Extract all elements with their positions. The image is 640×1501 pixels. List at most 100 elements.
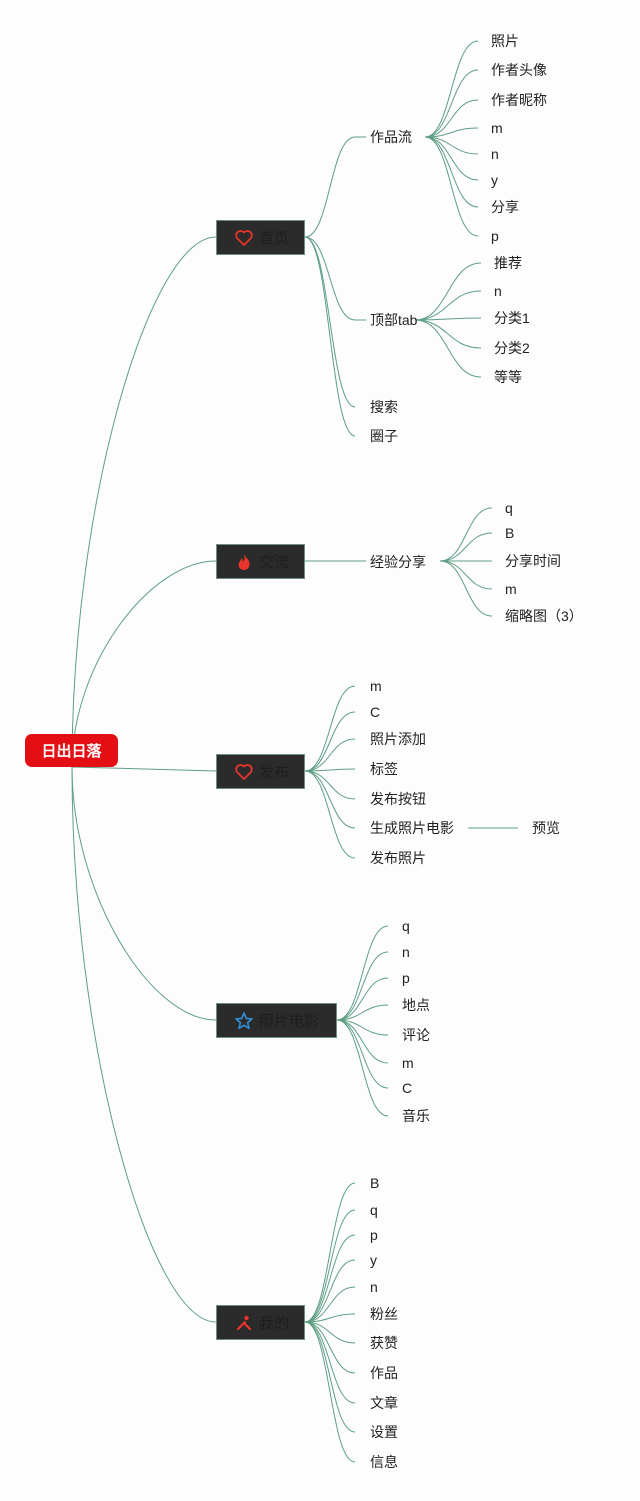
node-mine-q[interactable]: q	[370, 1202, 378, 1218]
node-home-tab-n[interactable]: n	[494, 283, 502, 299]
node-movie-q[interactable]: q	[402, 918, 410, 934]
node-exchange-b[interactable]: B	[505, 525, 515, 541]
movie-link-7	[336, 1019, 389, 1117]
node-mine-y[interactable]: y	[370, 1252, 377, 1268]
branch-label-photo-movie: 照片电影	[259, 1013, 320, 1030]
branch-label-exchange: 交流	[259, 554, 290, 571]
node-movie-m[interactable]: m	[402, 1055, 414, 1071]
branch-label-publish: 发布	[259, 764, 290, 781]
node-exchange-thumbnail[interactable]: 缩略图（3）	[505, 608, 583, 624]
heart-icon	[234, 228, 254, 248]
node-movie-music[interactable]: 音乐	[402, 1108, 430, 1124]
node-home-tab-category1[interactable]: 分类1	[494, 310, 530, 326]
node-exchange-q[interactable]: q	[505, 500, 513, 516]
node-home-feed-m[interactable]: m	[491, 120, 503, 136]
branch-label-home: 首页	[259, 230, 290, 247]
feed-link-6	[424, 136, 479, 208]
node-exchange-experience-share[interactable]: 经验分享	[370, 554, 426, 570]
node-mine-articles[interactable]: 文章	[370, 1395, 398, 1411]
flame-icon	[234, 552, 254, 572]
node-mine-p[interactable]: p	[370, 1227, 378, 1243]
node-home-circle[interactable]: 圈子	[370, 428, 398, 444]
node-publish-generate-movie[interactable]: 生成照片电影	[370, 820, 454, 836]
root-node[interactable]: 日出日落	[25, 734, 118, 767]
mine-link-10	[304, 1321, 356, 1463]
branch-node-exchange[interactable]: 交流	[216, 544, 305, 579]
node-publish-photo[interactable]: 发布照片	[370, 850, 426, 866]
node-movie-c[interactable]: C	[402, 1080, 413, 1096]
node-mine-works[interactable]: 作品	[370, 1365, 398, 1381]
mine-link-0	[304, 1182, 356, 1323]
root-link-publish	[71, 766, 217, 772]
tab-link-3	[414, 319, 482, 349]
node-publish-c[interactable]: C	[370, 704, 381, 720]
node-home-feed-p[interactable]: p	[491, 228, 499, 244]
node-mine-n[interactable]: n	[370, 1279, 378, 1295]
feed-link-3	[424, 127, 479, 138]
publish-link-0	[304, 685, 356, 772]
node-home-feed-y[interactable]: y	[491, 172, 498, 188]
movie-link-2	[336, 977, 389, 1021]
root-link-mine	[71, 766, 217, 1323]
node-home-search[interactable]: 搜索	[370, 399, 398, 415]
node-home-tab-recommend[interactable]: 推荐	[494, 255, 522, 271]
publish-link-6	[304, 770, 356, 859]
node-home-top-tab[interactable]: 顶部tab	[370, 312, 418, 328]
node-mine-b[interactable]: B	[370, 1175, 380, 1191]
feed-link-4	[424, 136, 479, 155]
node-home-feed-photo[interactable]: 照片	[491, 33, 519, 49]
mine-link-1	[304, 1209, 356, 1323]
node-mine-settings[interactable]: 设置	[370, 1424, 398, 1440]
node-exchange-m[interactable]: m	[505, 581, 517, 597]
node-exchange-share-time[interactable]: 分享时间	[505, 553, 561, 569]
node-home-feed-n[interactable]: n	[491, 146, 499, 162]
home-link-2	[304, 236, 356, 408]
node-mine-fans[interactable]: 粉丝	[370, 1306, 398, 1322]
root-link-home	[71, 236, 217, 768]
node-movie-p[interactable]: p	[402, 970, 410, 986]
node-publish-photo-add[interactable]: 照片添加	[370, 731, 426, 747]
feed-link-1	[424, 69, 479, 138]
star-icon	[234, 1011, 254, 1031]
branch-node-mine[interactable]: 我的	[216, 1305, 305, 1340]
root-link-photo-movie	[71, 766, 217, 1021]
root-label: 日出日落	[41, 743, 102, 760]
movie-link-5	[336, 1019, 389, 1064]
branch-node-publish[interactable]: 发布	[216, 754, 305, 789]
share-link-1	[439, 532, 493, 562]
node-publish-preview[interactable]: 预览	[532, 820, 560, 836]
tools-icon	[234, 1313, 254, 1333]
branch-label-mine: 我的	[259, 1315, 290, 1332]
share-link-3	[439, 560, 493, 590]
tab-link-2	[414, 317, 482, 321]
movie-link-3	[336, 1004, 389, 1021]
node-publish-m[interactable]: m	[370, 678, 382, 694]
node-mine-likes[interactable]: 获赞	[370, 1335, 398, 1351]
publish-link-4	[304, 770, 356, 800]
mine-link-5	[304, 1313, 356, 1323]
mine-link-7	[304, 1321, 356, 1374]
node-mine-messages[interactable]: 信息	[370, 1454, 398, 1470]
node-home-tab-category2[interactable]: 分类2	[494, 340, 530, 356]
node-home-feed-share[interactable]: 分享	[491, 199, 519, 215]
home-link-1	[304, 236, 356, 321]
branch-node-photo-movie[interactable]: 照片电影	[216, 1003, 337, 1038]
feed-link-0	[424, 40, 479, 138]
branch-node-home[interactable]: 首页	[216, 220, 305, 255]
publish-link-2	[304, 738, 356, 772]
mine-link-3	[304, 1259, 356, 1323]
node-publish-tags[interactable]: 标签	[370, 761, 398, 777]
mine-link-9	[304, 1321, 356, 1433]
node-movie-n[interactable]: n	[402, 944, 410, 960]
tab-link-4	[414, 319, 482, 378]
node-movie-location[interactable]: 地点	[402, 997, 430, 1013]
node-home-feed-author-avatar[interactable]: 作者头像	[491, 62, 547, 78]
node-home-tab-etc[interactable]: 等等	[494, 369, 522, 385]
node-publish-button[interactable]: 发布按钮	[370, 791, 426, 807]
node-home-feed[interactable]: 作品流	[370, 129, 412, 145]
node-home-feed-author-nickname[interactable]: 作者昵称	[491, 92, 547, 108]
tab-link-1	[414, 290, 482, 321]
node-movie-comment[interactable]: 评论	[402, 1027, 430, 1043]
movie-link-4	[336, 1019, 389, 1036]
